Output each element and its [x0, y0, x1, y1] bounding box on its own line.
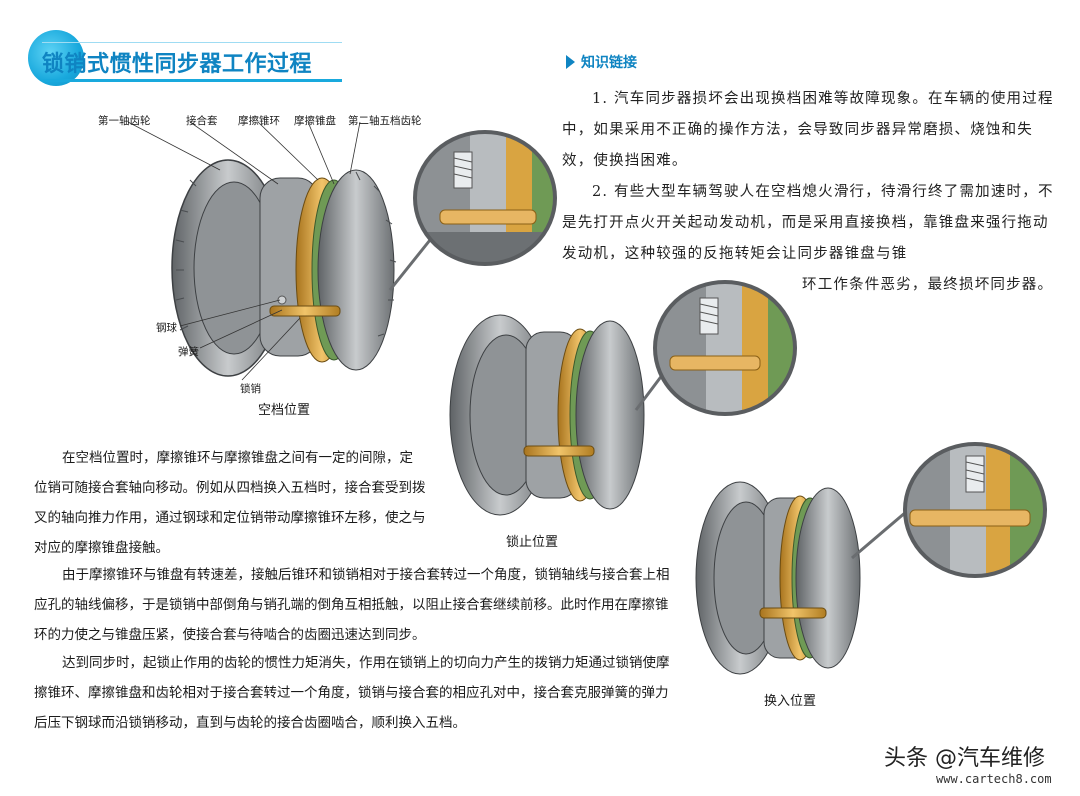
synchronizer-engaged-illustration — [695, 481, 907, 675]
knowledge-heading: 知识链接 — [566, 52, 637, 72]
title-rule-top — [42, 42, 342, 43]
second-shaft-fifth-gear — [317, 169, 395, 371]
title-circle-decoration — [28, 30, 84, 86]
watermark-site: www.cartech8.com — [936, 772, 1052, 786]
label-friction-cone: 摩擦锥盘 — [294, 115, 336, 127]
body-paragraph-1: 在空档位置时，摩擦锥环与摩擦锥盘之间有一定的间隙，定位销可随接合套轴向移动。例如… — [34, 450, 426, 556]
lock-pin — [269, 305, 341, 317]
label-first-shaft-gear: 第一轴齿轮 — [98, 115, 151, 127]
caption-neutral: 空档位置 — [258, 403, 311, 418]
label-fifth-gear: 第二轴五档齿轮 — [348, 115, 422, 127]
title-underline — [42, 79, 342, 82]
title-block: 锁销式惯性同步器工作过程 — [28, 30, 342, 86]
synchronizer-locked-illustration — [449, 314, 668, 516]
page-title: 锁销式惯性同步器工作过程 — [42, 52, 313, 77]
triangle-bullet-icon — [566, 55, 575, 69]
body-paragraph-3: 达到同步时，起锁止作用的齿轮的惯性力矩消失，作用在锁销上的切向力产生的拨销力矩通… — [34, 655, 670, 731]
label-friction-ring: 摩擦锥环 — [238, 115, 280, 127]
neutral-detail-magnifier — [413, 130, 557, 266]
label-spring: 弹簧 — [178, 346, 199, 358]
label-sleeve: 接合套 — [186, 115, 218, 127]
label-lock-pin: 锁销 — [240, 383, 261, 395]
synchronizer-neutral-illustration — [127, 121, 432, 381]
body-paragraph-2: 由于摩擦锥环与锥盘有转速差，接触后锥环和锁销相对于接合套转过一个角度，锁销轴线与… — [34, 567, 670, 643]
knowledge-heading-text: 知识链接 — [581, 55, 637, 71]
knowledge-paragraph-1: 1. 汽车同步器损坏会出现换档困难等故障现象。在车辆的使用过程中，如果采用不正确… — [562, 91, 1054, 169]
label-steel-ball: 钢球 — [156, 322, 177, 334]
locked-detail-magnifier — [653, 280, 797, 416]
watermark-text: 头条 @汽车维修 — [884, 746, 1045, 771]
caption-locked: 锁止位置 — [506, 535, 559, 550]
caption-engaged: 换入位置 — [764, 694, 817, 709]
knowledge-paragraph-2: 2. 有些大型车辆驾驶人在空档熄火滑行，待滑行终了需加速时，不是先打开点火开关起… — [562, 184, 1054, 262]
engaged-detail-magnifier — [903, 442, 1047, 578]
knowledge-paragraph-2-cont: 环工作条件恶劣，最终损坏同步器。 — [802, 277, 1054, 293]
